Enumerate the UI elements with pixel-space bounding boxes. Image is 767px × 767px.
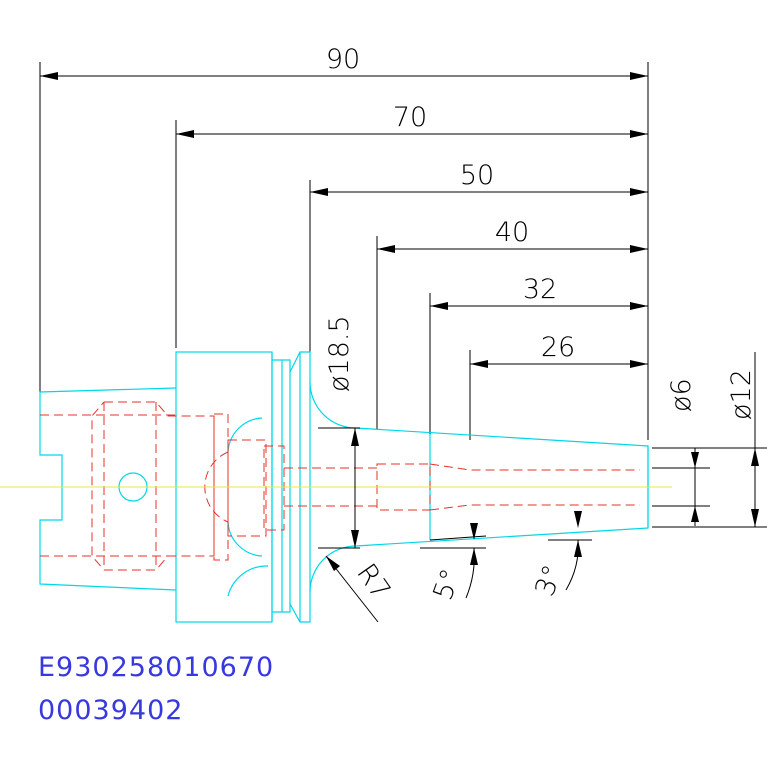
dimension-70: 70 [176, 102, 648, 138]
part-code-line-1: E930258010670 [38, 652, 274, 683]
dimension-dia-6: ø6 [652, 378, 710, 526]
dimension-26: 26 [470, 332, 648, 368]
extension-lines [39, 62, 649, 440]
hidden-features [40, 401, 640, 571]
dim-label-angle-3: 3° [529, 561, 569, 600]
dim-label-50: 50 [460, 160, 494, 191]
dim-label-32: 32 [523, 274, 557, 305]
dimension-dia-12: ø12 [652, 352, 767, 528]
dim-label-radius: R7 [350, 558, 396, 605]
dim-label-40: 40 [495, 217, 529, 248]
dim-label-70: 70 [393, 102, 427, 133]
dimension-50: 50 [310, 160, 648, 196]
dim-label-90: 90 [326, 44, 360, 75]
dim-label-dia-18-5: ø18.5 [324, 315, 355, 392]
dimension-radius: R7 [325, 555, 396, 623]
dimension-32: 32 [430, 274, 648, 310]
dimension-40: 40 [377, 217, 648, 253]
dimension-dia-18-5: ø18.5 [318, 315, 360, 549]
dim-label-angle-5: 5° [427, 565, 467, 604]
dimension-90: 90 [40, 44, 648, 80]
dim-label-26: 26 [541, 332, 575, 363]
dim-label-dia-12: ø12 [726, 369, 757, 420]
dim-label-dia-6: ø6 [666, 378, 697, 412]
dimension-angle-3: 3° [529, 511, 592, 600]
part-code-line-2: 00039402 [38, 695, 183, 726]
